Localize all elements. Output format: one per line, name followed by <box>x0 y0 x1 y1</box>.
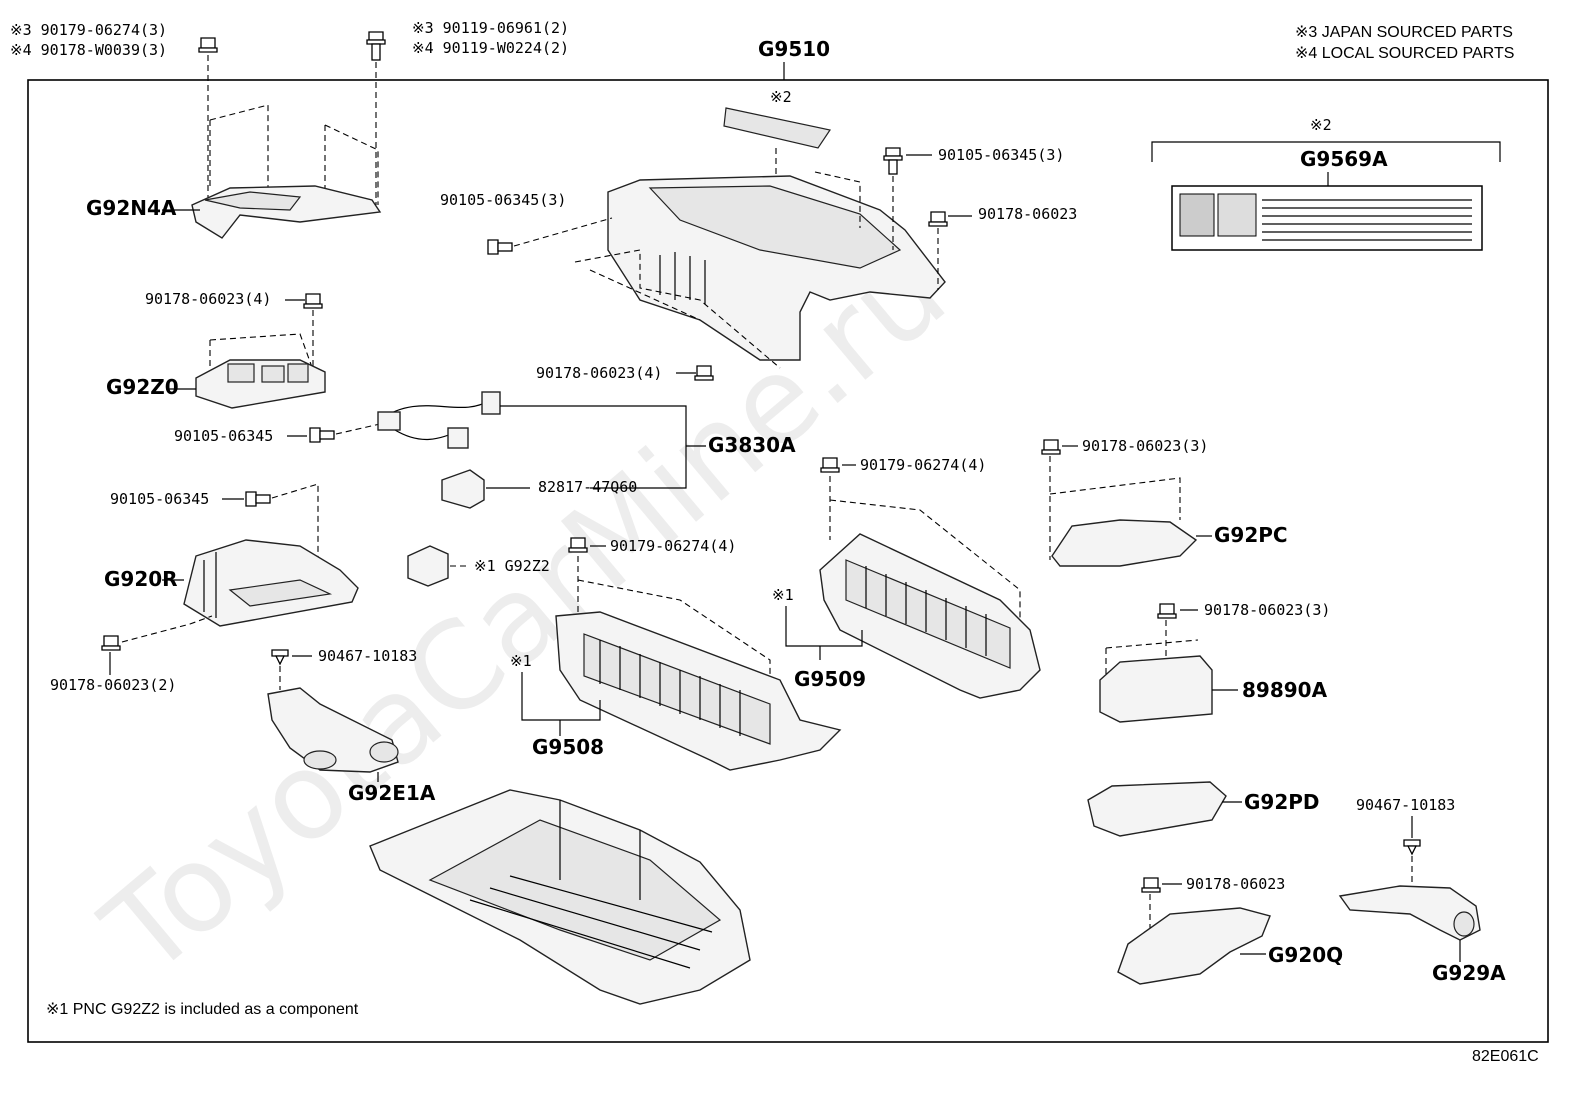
part-g92z0 <box>195 333 326 409</box>
note-marker: ※1 <box>772 586 794 604</box>
part-g920q <box>1117 907 1271 985</box>
part-code: G3830A <box>708 433 796 457</box>
clip-icon <box>1403 839 1421 856</box>
part-g92n4a <box>191 104 382 239</box>
note-marker: ※2 <box>770 88 792 106</box>
nut-icon <box>1141 877 1161 893</box>
nut-icon <box>820 457 840 473</box>
bolt-icon <box>487 239 513 255</box>
part-89890a <box>1099 655 1213 723</box>
part-g920r <box>183 539 359 627</box>
footnote: ※1 PNC G92Z2 is included as a component <box>46 1001 359 1018</box>
fastener-label: 90178-06023(3) <box>1082 437 1208 455</box>
label-sticker <box>723 107 831 149</box>
part-code: G9569A <box>1300 147 1388 171</box>
part-code: G9510 <box>758 37 830 61</box>
part-g3830a <box>377 391 501 449</box>
nut-icon <box>1157 603 1177 619</box>
part-g929a <box>1338 885 1481 941</box>
part-g9510 <box>574 175 946 369</box>
part-g92e1a <box>267 687 399 773</box>
part-g92pc <box>1051 519 1198 567</box>
part-g9509 <box>819 533 1041 699</box>
fastener-label: 90467-10183 <box>318 647 417 665</box>
fastener-label: ※4 90119-W0224(2) <box>412 39 569 57</box>
fastener-label: 90179-06274(4) <box>610 537 736 555</box>
nut-icon <box>1041 439 1061 455</box>
part-code: G929A <box>1432 961 1506 985</box>
fastener-label: ※3 90179-06274(3) <box>10 21 167 39</box>
part-number: 82817-47Q60 <box>538 478 637 496</box>
nut-icon <box>198 37 218 53</box>
fastener-label: 90178-06023(4) <box>536 364 662 382</box>
fastener-label: ※4 90178-W0039(3) <box>10 41 167 59</box>
fastener-label: 90178-06023(2) <box>50 676 176 694</box>
nut-icon <box>568 537 588 553</box>
fastener-label: 90178-06023 <box>978 205 1077 223</box>
part-code: G9508 <box>532 735 604 759</box>
nut-icon <box>928 211 948 227</box>
note-local-sourced: ※4 LOCAL SOURCED PARTS <box>1295 45 1514 62</box>
fastener-label: 90178-06023(4) <box>145 290 271 308</box>
part-g92z2 <box>407 545 449 587</box>
bolt-icon <box>366 31 386 61</box>
fastener-label: 90105-06345(3) <box>440 191 566 209</box>
diagram-frame <box>27 79 1549 1043</box>
part-code: G92E1A <box>348 781 436 805</box>
fastener-label: ※3 90119-06961(2) <box>412 19 569 37</box>
part-code: 89890A <box>1242 678 1328 702</box>
diagram-id: 82E061C <box>1472 1048 1539 1065</box>
fastener-label: 90179-06274(4) <box>860 456 986 474</box>
part-g9508 <box>555 611 842 771</box>
nut-icon <box>694 365 714 381</box>
part-code: G92N4A <box>86 196 177 220</box>
fastener-label: 90467-10183 <box>1356 796 1455 814</box>
part-code: G9509 <box>794 667 866 691</box>
part-g9569a <box>1171 185 1483 251</box>
nut-icon <box>303 293 323 309</box>
part-g92pd <box>1087 781 1227 837</box>
fastener-label: 90105-06345 <box>110 490 209 508</box>
part-code: G920R <box>104 567 178 591</box>
fastener-label: 90105-06345(3) <box>938 146 1064 164</box>
fastener-label: 90178-06023 <box>1186 875 1285 893</box>
fastener-label: 90105-06345 <box>174 427 273 445</box>
note-marker: ※2 <box>1310 116 1332 134</box>
note-japan-sourced: ※3 JAPAN SOURCED PARTS <box>1295 24 1513 41</box>
part-code: G92PD <box>1244 790 1320 814</box>
part-code: G92Z0 <box>106 375 179 399</box>
fastener-label: 90178-06023(3) <box>1204 601 1330 619</box>
part-code: ※1 G92Z2 <box>474 557 550 575</box>
bolt-icon <box>245 491 271 507</box>
note-marker: ※1 <box>510 652 532 670</box>
bolt-icon <box>883 147 903 175</box>
clip-icon <box>271 649 289 666</box>
part-code: G92PC <box>1214 523 1288 547</box>
bolt-icon <box>309 427 335 443</box>
part-82817-47q60 <box>441 469 485 509</box>
part-code: G920Q <box>1268 943 1343 967</box>
part-lower-case <box>369 789 751 1005</box>
nut-icon <box>101 635 121 651</box>
